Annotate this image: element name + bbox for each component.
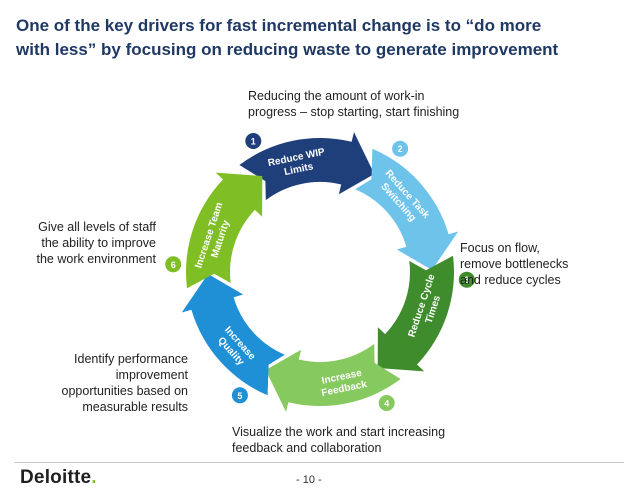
step-number-2: 2	[398, 144, 403, 154]
callout-line: progress – stop starting, start finishin…	[248, 105, 460, 119]
step-badge-6	[165, 256, 182, 273]
title-line-2: with less” by focusing on reducing waste…	[16, 40, 559, 59]
cycle-arrow-step-6	[185, 172, 263, 289]
cycle-arrow-step-4	[265, 343, 401, 412]
logo-text: Deloitte	[20, 467, 92, 488]
cycle-arrows	[181, 132, 459, 412]
step-badge-2	[392, 140, 409, 157]
callout-line: the ability to improve	[41, 236, 156, 250]
step-number-3: 3	[464, 275, 469, 285]
step-number-5: 5	[237, 391, 242, 401]
callout-line: Visualize the work and start increasing	[232, 425, 446, 439]
callout-reduce-wip: Reducing the amount of work-in progress …	[248, 88, 488, 120]
callout-increase-feedback: Visualize the work and start increasing …	[232, 424, 482, 456]
callout-line: Reducing the amount of work-in	[248, 89, 425, 103]
callout-line: feedback and collaboration	[232, 441, 382, 455]
cycle-arrow-step-1	[239, 132, 375, 201]
callout-line: opportunities based on	[61, 384, 188, 398]
callout-line: measurable results	[82, 400, 188, 414]
cycle-arrow-step-3	[377, 255, 455, 372]
title-line-1: One of the key drivers for fast incremen…	[16, 16, 542, 35]
page-title: One of the key drivers for fast incremen…	[16, 14, 626, 62]
step-number-6: 6	[171, 260, 176, 270]
callout-line: and reduce cycles	[460, 273, 561, 287]
callout-line: the work environment	[36, 252, 156, 266]
page-number: - 10 -	[296, 474, 322, 486]
callout-line: Identify performance	[74, 352, 188, 366]
cycle-arrow-step-5	[181, 274, 285, 396]
callout-line: remove bottlenecks	[460, 257, 569, 271]
deloitte-logo: Deloitte.	[20, 467, 97, 489]
callout-line: Give all levels of staff	[38, 220, 156, 234]
step-number-1: 1	[251, 137, 256, 147]
footer-divider	[14, 462, 624, 463]
step-badge-5	[231, 387, 248, 404]
cycle-arrow-step-2	[355, 148, 459, 270]
callout-increase-quality: Identify performance improvement opportu…	[40, 351, 188, 415]
step-number-badges: 1 2 3 4 5 6	[165, 133, 475, 411]
callout-line: improvement	[115, 368, 188, 382]
step-badge-4	[378, 395, 395, 411]
callout-line: Focus on flow,	[460, 241, 540, 255]
callout-team-maturity: Give all levels of staff the ability to …	[18, 219, 156, 267]
logo-dot: .	[91, 467, 97, 488]
step-number-4: 4	[384, 399, 389, 409]
step-badge-1	[245, 133, 262, 149]
step-badge-3	[458, 271, 475, 288]
callout-reduce-cycle-times: Focus on flow, remove bottlenecks and re…	[460, 240, 630, 288]
